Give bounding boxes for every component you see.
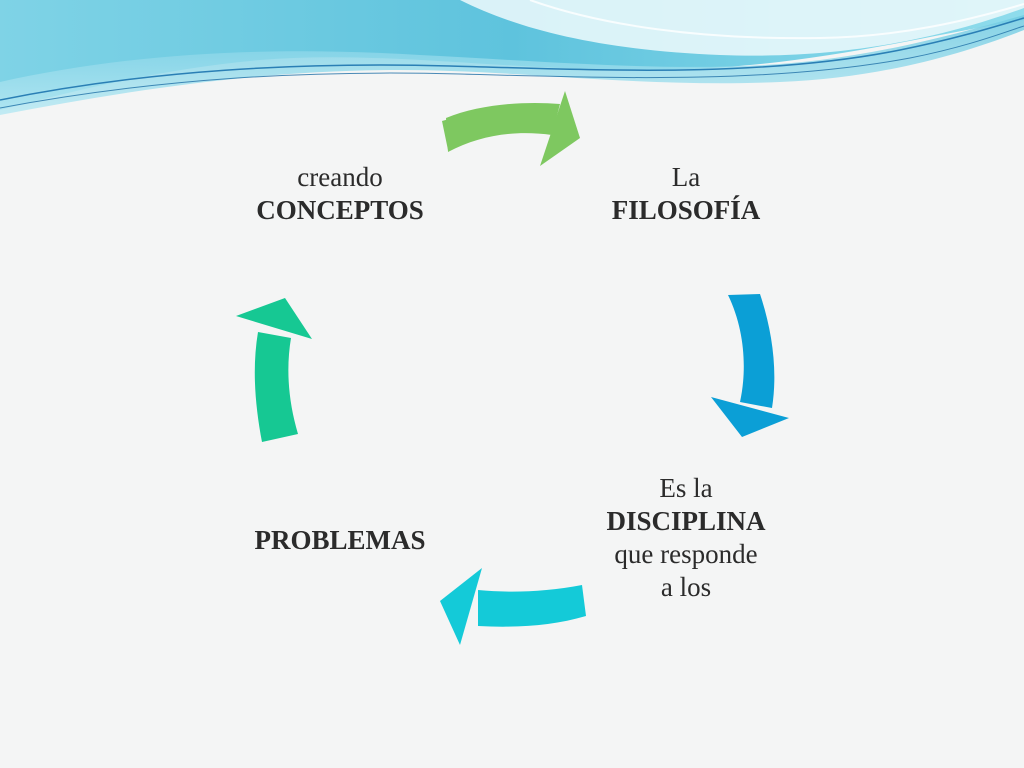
node-conceptos-line1: creando bbox=[297, 162, 383, 192]
node-problemas-line1: PROBLEMAS bbox=[254, 525, 426, 555]
node-disciplina: Es la DISCIPLINA que responde a los bbox=[576, 472, 796, 604]
node-conceptos-line2: CONCEPTOS bbox=[256, 195, 424, 225]
node-problemas: PROBLEMAS bbox=[230, 524, 450, 557]
node-disciplina-line3: que responde bbox=[614, 539, 758, 569]
arrow-filosofia-to-disciplina-head bbox=[711, 397, 789, 437]
node-conceptos: creando CONCEPTOS bbox=[230, 161, 450, 227]
node-filosofia-line1: La bbox=[671, 162, 701, 192]
arrow-problemas-to-conceptos-head bbox=[236, 298, 312, 339]
node-disciplina-line2: DISCIPLINA bbox=[606, 506, 766, 536]
arrow-conceptos-to-filosofia-head bbox=[540, 91, 580, 166]
arrow-filosofia-to-disciplina bbox=[728, 294, 775, 408]
arrow-disciplina-to-problemas-head bbox=[440, 568, 482, 645]
node-filosofia-line2: FILOSOFÍA bbox=[611, 195, 761, 225]
node-disciplina-line4: a los bbox=[660, 572, 712, 602]
arrow-problemas-to-conceptos bbox=[254, 332, 298, 442]
node-disciplina-line1: Es la bbox=[659, 473, 713, 503]
arrow-disciplina-to-problemas bbox=[478, 585, 586, 627]
node-filosofia: La FILOSOFÍA bbox=[576, 161, 796, 227]
